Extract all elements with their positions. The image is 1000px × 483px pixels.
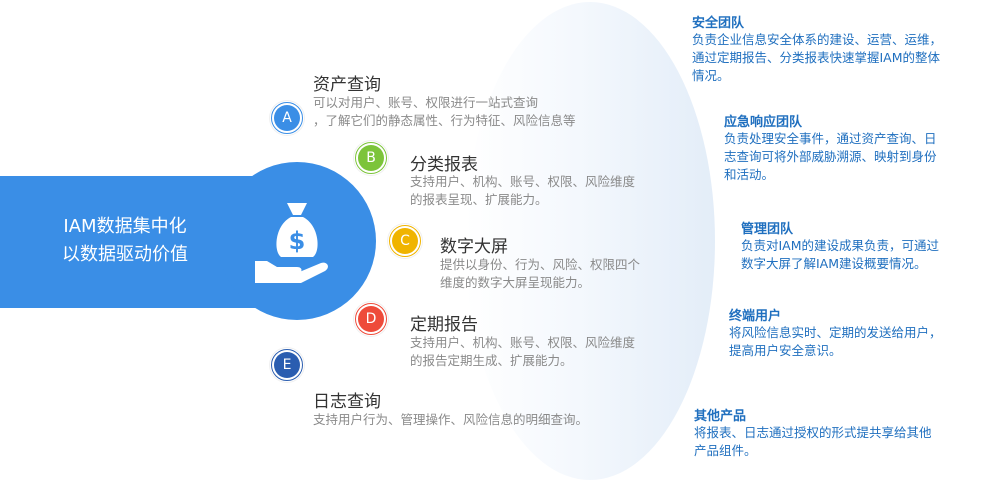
svg-text:$: $ <box>289 227 306 255</box>
team-emergency-response: 应急响应团队 负责处理安全事件，通过资产查询、日 志查询可将外部威胁溯源、映射到… <box>724 111 937 184</box>
feature-title-b: 分类报表 <box>410 155 478 175</box>
node-c: C <box>388 224 422 258</box>
team-end-users: 终端用户 将风险信息实时、定期的发送给用户， 提高用户安全意识。 <box>729 305 942 360</box>
team-desc: 将风险信息实时、定期的发送给用户， 提高用户安全意识。 <box>729 325 942 358</box>
team-management: 管理团队 负责对IAM的建设成果负责，可通过 数字大屏了解IAM建设概要情况。 <box>741 218 939 273</box>
feature-desc-e: 支持用户行为、管理操作、风险信息的明细查询。 <box>313 412 589 427</box>
feature-desc-c: 提供以身份、行为、风险、权限四个 维度的数字大屏呈现能力。 <box>440 257 641 290</box>
team-name: 其他产品 <box>694 409 747 424</box>
center-text: IAM数据集中化 以数据驱动价值 <box>20 213 230 269</box>
node-b: B <box>354 141 388 175</box>
center-line-2: 以数据驱动价值 <box>62 244 188 265</box>
node-b-letter: B <box>358 145 384 171</box>
team-security: 安全团队 负责企业信息安全体系的建设、运营、运维， 通过定期报告、分类报表快速掌… <box>692 12 942 85</box>
feature-title-a: 资产查询 <box>313 75 381 95</box>
team-name: 安全团队 <box>692 16 745 31</box>
team-desc: 负责对IAM的建设成果负责，可通过 数字大屏了解IAM建设概要情况。 <box>741 238 940 271</box>
feature-desc-d: 支持用户、机构、账号、权限、风险维度 的报告定期生成、扩展能力。 <box>410 335 636 368</box>
money-bag-hand-icon: $ <box>255 203 328 283</box>
background-ellipse <box>465 2 715 480</box>
node-d: D <box>354 302 388 336</box>
team-name: 管理团队 <box>741 222 794 237</box>
node-c-letter: C <box>392 228 418 254</box>
team-name: 终端用户 <box>729 309 782 324</box>
team-name: 应急响应团队 <box>724 115 803 130</box>
team-other-products: 其他产品 将报表、日志通过授权的形式提共享给其他 产品组件。 <box>694 405 932 460</box>
node-e-letter: E <box>274 352 300 378</box>
team-desc: 将报表、日志通过授权的形式提共享给其他 产品组件。 <box>694 425 932 458</box>
team-desc: 负责企业信息安全体系的建设、运营、运维， 通过定期报告、分类报表快速掌握IAM的… <box>692 32 943 83</box>
feature-title-c: 数字大屏 <box>440 237 508 257</box>
center-line-1: IAM数据集中化 <box>63 216 187 237</box>
feature-desc-a: 可以对用户、账号、权限进行一站式查询 ，了解它们的静态属性、行为特征、风险信息等 <box>313 95 576 128</box>
team-desc: 负责处理安全事件，通过资产查询、日 志查询可将外部威胁溯源、映射到身份 和活动。 <box>724 131 937 182</box>
feature-desc-b: 支持用户、机构、账号、权限、风险维度 的报表呈现、扩展能力。 <box>410 174 636 207</box>
feature-title-e: 日志查询 <box>313 392 381 412</box>
node-a-letter: A <box>274 105 300 131</box>
node-d-letter: D <box>358 306 384 332</box>
node-a: A <box>270 101 304 135</box>
feature-title-d: 定期报告 <box>410 315 478 335</box>
node-e: E <box>270 348 304 382</box>
